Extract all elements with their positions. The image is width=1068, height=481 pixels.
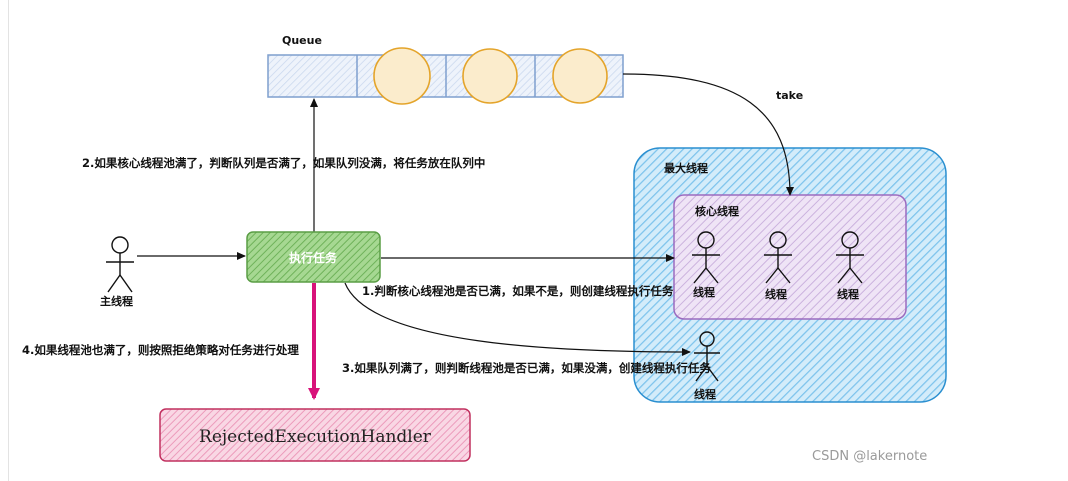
max-threads-label: 最大线程 (664, 161, 708, 175)
rejected-handler-label: RejectedExecutionHandler (199, 427, 432, 447)
step-4-label: 4.如果线程池也满了，则按照拒绝策略对任务进行处理 (22, 343, 299, 357)
queue-task-circle (373, 47, 431, 105)
core-thread-label: 线程 (693, 285, 715, 299)
core-thread-label: 线程 (837, 287, 859, 301)
queue-task-circle (552, 48, 608, 104)
queue-label: Queue (282, 34, 322, 47)
take-label: take (776, 89, 803, 102)
step-1-label: 1.判断核心线程池是否已满，如果不是，则创建线程执行任务 (362, 284, 674, 298)
queue-task-circle (462, 48, 518, 104)
take-arrow (622, 73, 794, 196)
core-threads-label: 核心线程 (695, 204, 739, 218)
watermark: CSDN @lakernote (812, 449, 928, 464)
extra-thread-figure (694, 331, 720, 382)
execute-task-box: 执行任务 (246, 231, 381, 283)
main-thread-figure (106, 236, 134, 293)
core-thread-figure (764, 231, 792, 284)
step-3-label: 3.如果队列满了，则判断线程池是否已满，如果没满，创建线程执行任务 (342, 361, 711, 375)
core-thread-figure (692, 231, 720, 284)
extra-thread-label: 线程 (694, 387, 716, 401)
core-thread-label: 线程 (765, 287, 787, 301)
execute-task-label: 执行任务 (289, 250, 338, 265)
step-2-label: 2.如果核心线程池满了，判断队列是否满了，如果队列没满，将任务放在队列中 (82, 156, 485, 170)
core-threads-group: 核心线程 (673, 194, 907, 320)
main-thread-label: 主线程 (100, 294, 133, 308)
core-thread-figure (836, 231, 864, 284)
page-left-border (8, 0, 9, 481)
task-to-extra-thread-arrow (344, 282, 691, 356)
rejected-handler-box: RejectedExecutionHandler (159, 408, 471, 462)
queue-group: Queue (267, 34, 624, 105)
